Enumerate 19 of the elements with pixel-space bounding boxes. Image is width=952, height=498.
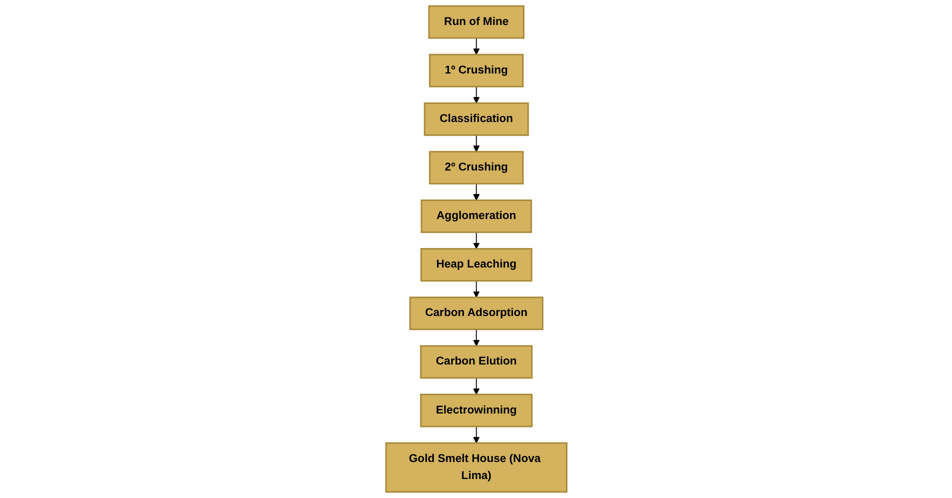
node-box: Heap Leaching: [420, 248, 532, 282]
arrow: [472, 328, 480, 346]
node-box: Classification: [423, 102, 529, 136]
node-box: 1º Crushing: [428, 54, 524, 88]
node-box: 2º Crushing: [428, 150, 524, 184]
node-box: Agglomeration: [420, 200, 532, 233]
node-box: Electrowinning: [420, 394, 532, 428]
arrow: [472, 426, 480, 444]
node-box: Run of Mine: [428, 5, 524, 39]
arrow: [472, 377, 480, 395]
arrow: [472, 86, 480, 104]
arrow: [472, 134, 480, 152]
arrow: [472, 280, 480, 298]
arrow: [472, 183, 480, 201]
arrow: [472, 38, 480, 55]
node-box: Gold Smelt House (Nova Lima): [384, 442, 568, 493]
node-box: Carbon Adsorption: [408, 296, 544, 330]
node-box: Carbon Elution: [420, 345, 532, 379]
arrow: [472, 232, 480, 250]
